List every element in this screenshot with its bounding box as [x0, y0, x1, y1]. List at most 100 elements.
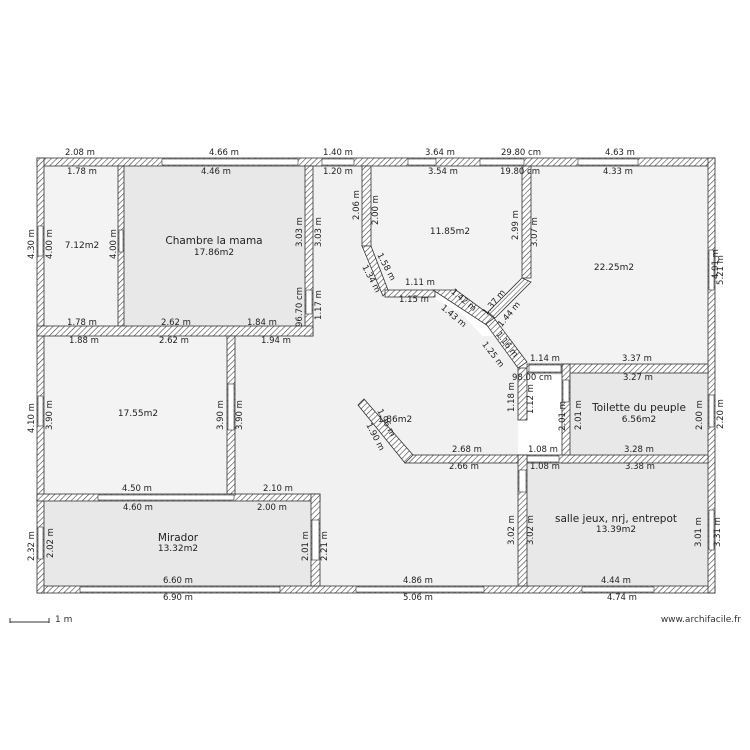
window-top-5	[577, 158, 639, 166]
dimension-label: 3.54 m	[428, 167, 458, 177]
dimension-label: 4.60 m	[123, 503, 153, 513]
dimension-label: 2.06 m	[352, 190, 362, 220]
dimension-label: 3.03 m	[295, 217, 305, 247]
dimension-label: 1.17 m	[314, 290, 324, 320]
room-area-r5: 17.55m2	[118, 409, 158, 419]
wall-hall-diag-lower	[357, 398, 414, 464]
dimension-label: 2.10 m	[263, 484, 293, 494]
dimension-label: 2.20 m	[716, 399, 726, 429]
room-floor-mirador	[44, 501, 311, 586]
dimension-label: 98.00 cm	[512, 373, 552, 383]
wall-row1-bottom	[36, 325, 314, 337]
dimension-label: 4.86 m	[403, 576, 433, 586]
window-top-4	[479, 158, 525, 166]
door-r1	[118, 229, 124, 253]
room-floor-r5	[44, 336, 227, 494]
room-area-toilette: 6.56m2	[622, 415, 657, 425]
dimension-label: 4.44 m	[601, 576, 631, 586]
dimension-label: 1.08 m	[528, 445, 558, 455]
dimension-label: 4.10 m	[27, 403, 37, 433]
door-chambre	[305, 289, 313, 315]
dimension-label: 5.21 m	[716, 255, 726, 285]
door-r5	[227, 383, 235, 431]
room-floor-toilette	[570, 373, 708, 455]
dimension-label: 3.38 m	[625, 462, 655, 472]
dimension-label: 4.00 m	[109, 229, 119, 259]
dimension-label: 3.07 m	[530, 217, 540, 247]
dimension-label: 1.78 m	[67, 167, 97, 177]
dimension-label: 3.03 m	[314, 217, 324, 247]
dimension-label: 4.63 m	[605, 148, 635, 158]
dimension-label: 2.62 m	[161, 318, 191, 328]
wall-hall-diag	[485, 317, 528, 369]
wall-salle-left	[517, 454, 528, 587]
room-floor-hall-upper	[313, 166, 515, 455]
wall-r4-bottom	[561, 363, 709, 374]
room-name-mirador: Mirador	[158, 532, 199, 544]
dimension-label: 3.28 m	[624, 445, 654, 455]
window-top-3	[407, 158, 437, 166]
room-floor-salle	[527, 463, 708, 586]
dimension-label: 3.01 m	[694, 517, 704, 547]
room-floor-r4	[495, 166, 708, 375]
dimension-label: 1.11 m	[405, 278, 435, 288]
window-left-1	[37, 225, 44, 257]
room-name-salle: salle jeux, nrj, entrepot	[555, 513, 677, 525]
room-area-salle: 13.39m2	[596, 525, 636, 535]
dimension-label: 3.90 m	[45, 400, 55, 430]
wall-left	[36, 157, 45, 594]
window-bottom-2	[355, 586, 485, 593]
room-name-toilette: Toilette du peuple	[591, 402, 686, 414]
watermark-text: www.archifacile.fr	[661, 615, 741, 625]
wall-hall-post	[517, 367, 528, 421]
door-mirador-right	[311, 519, 320, 561]
dimension-label: 1.08 m	[530, 462, 560, 472]
dimension-label: 4.46 m	[201, 167, 231, 177]
window-bottom-3	[581, 586, 655, 593]
window-top-1	[161, 158, 299, 166]
dimension-label: 29.80 cm	[501, 148, 541, 158]
dimension-label: 2.99 m	[511, 210, 521, 240]
dimension-label: 3.90 m	[235, 400, 245, 430]
room-floor-r1	[44, 166, 118, 326]
dimension-label: 4.50 m	[122, 484, 152, 494]
room-area-r3: 11.85m2	[430, 227, 470, 237]
dimension-label: 3.31 m	[713, 517, 723, 547]
dimension-label: 4.30 m	[27, 229, 37, 259]
dimension-label: 4.91 m	[711, 249, 721, 279]
dimension-label: 1.40 m	[323, 148, 353, 158]
wall-r3-right	[521, 165, 532, 279]
dimension-label: 6.60 m	[163, 576, 193, 586]
dimension-label: 1.14 m	[530, 354, 560, 364]
dimension-label: 2.00 m	[695, 400, 705, 430]
dimension-label: 2.01 m	[558, 401, 568, 431]
door-salle-left	[518, 469, 527, 493]
dimension-label: 2.08 m	[65, 148, 95, 158]
dimension-label: 6.90 m	[163, 593, 193, 603]
room-area-hall: 1.86m2	[378, 415, 413, 425]
dimension-label: 3.37 m	[622, 354, 652, 364]
dimension-label: 2.66 m	[449, 462, 479, 472]
wall-r3-diag-right	[487, 277, 532, 319]
dimension-label: 1.15 m	[399, 295, 429, 305]
wall-r3-left	[361, 165, 372, 247]
dimension-label: 3.64 m	[425, 148, 455, 158]
scale-bar: 1 m	[9, 615, 72, 625]
wall-r3-bottom-left	[384, 289, 436, 298]
dimension-label: 2.00 m	[371, 195, 381, 225]
dimension-label: 1.12 m	[526, 384, 536, 414]
dimension-label: 2.00 m	[257, 503, 287, 513]
dimension-label: 1.78 m	[67, 318, 97, 328]
dimension-label: 1.84 m	[247, 318, 277, 328]
dimension-label: 1.20 m	[323, 167, 353, 177]
room-area-r1: 7.12m2	[65, 241, 100, 251]
dimension-label: 4.66 m	[209, 148, 239, 158]
dimension-label: 4.74 m	[607, 593, 637, 603]
window-top-2	[321, 158, 355, 166]
room-floor-chambre	[124, 166, 305, 326]
door-mirador	[97, 494, 235, 501]
dimension-label: 4.00 m	[45, 229, 55, 259]
dimension-label: 5.06 m	[403, 593, 433, 603]
window-right-1	[708, 249, 715, 291]
